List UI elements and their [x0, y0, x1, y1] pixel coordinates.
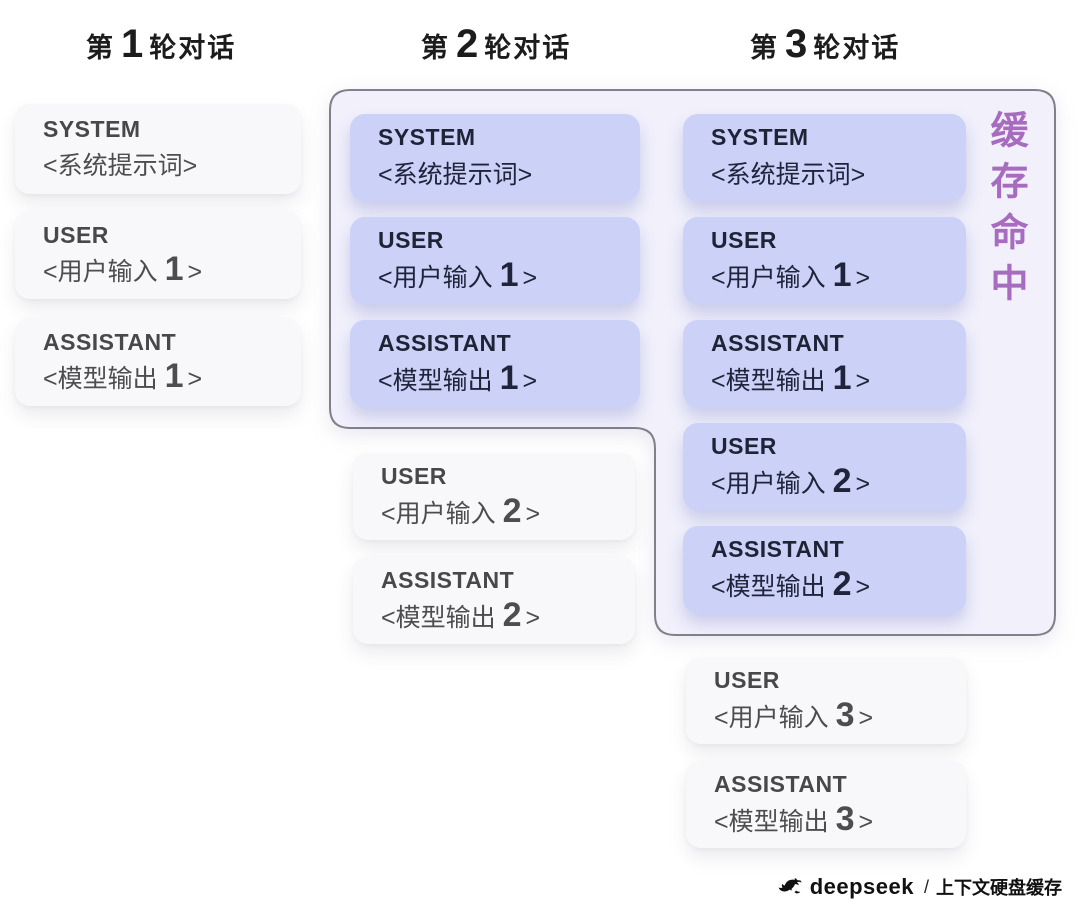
message-content: <系统提示词>	[378, 160, 533, 189]
header-text: 第	[86, 33, 115, 63]
footer-separator: /	[923, 876, 929, 897]
role-label: USER	[711, 227, 777, 254]
role-label: USER	[711, 433, 777, 460]
deepseek-whale-icon	[778, 877, 802, 894]
role-label: ASSISTANT	[378, 330, 512, 357]
header-number: 1	[121, 22, 144, 66]
footer-brand: deepseek / 上下文硬盘缓存	[773, 874, 1062, 900]
header-number: 3	[785, 22, 808, 66]
role-label: SYSTEM	[711, 124, 809, 151]
footer-caption: 上下文硬盘缓存	[936, 878, 1062, 898]
role-label: ASSISTANT	[711, 536, 845, 563]
role-label: ASSISTANT	[43, 328, 177, 355]
header-text: 轮对话	[484, 33, 572, 63]
role-label: ASSISTANT	[711, 330, 845, 357]
header-text: 第	[750, 33, 779, 63]
message-content: <系统提示词>	[43, 152, 198, 181]
brand-wordmark: deepseek	[809, 874, 914, 899]
round2-cached-system-box: SYSTEM <系统提示词>	[350, 114, 640, 201]
round1-system-box: SYSTEM <系统提示词>	[15, 104, 301, 194]
header-text: 轮对话	[813, 33, 901, 63]
role-label: ASSISTANT	[381, 567, 515, 594]
round3-cached-system-box: SYSTEM <系统提示词>	[683, 114, 966, 201]
header-text: 第	[421, 33, 450, 63]
message-content: <系统提示词>	[711, 160, 866, 189]
role-label: USER	[43, 221, 109, 248]
role-label: ASSISTANT	[714, 771, 848, 798]
role-label: USER	[714, 667, 780, 694]
cache-hit-label: 缓存命中	[984, 110, 1026, 314]
header-number: 2	[456, 22, 479, 66]
role-label: SYSTEM	[378, 124, 476, 151]
role-label: USER	[378, 227, 444, 254]
role-label: USER	[381, 463, 447, 490]
role-label: SYSTEM	[43, 115, 141, 142]
header-text: 轮对话	[149, 33, 237, 63]
